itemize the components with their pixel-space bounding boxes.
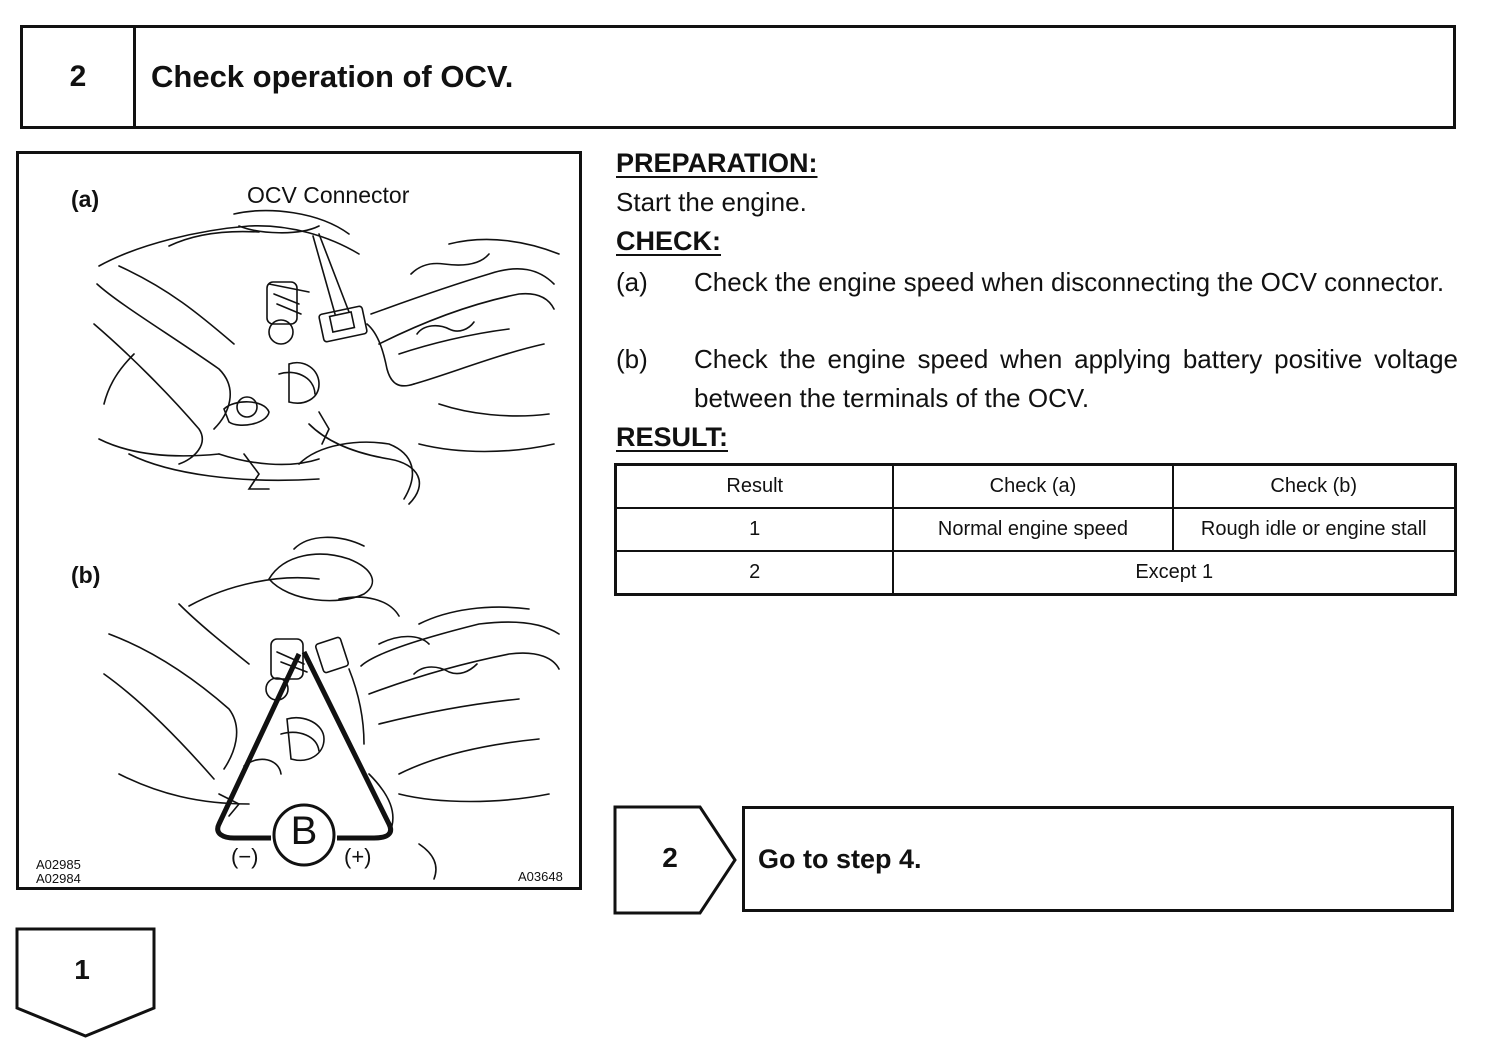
negative-terminal-label: (−) — [231, 844, 259, 869]
table-header-row: Result Check (a) Check (b) — [614, 463, 1457, 509]
column-header: Result — [614, 463, 895, 509]
result-heading: RESULT: — [616, 422, 728, 452]
table-cell: 2 — [614, 550, 895, 596]
next-step-box: Go to step 4. — [742, 806, 1454, 912]
preparation-heading: PREPARATION: — [616, 148, 818, 178]
step-number: 2 — [23, 28, 136, 126]
check-item-a: (a) Check the engine speed when disconne… — [616, 263, 1458, 302]
column-header: Check (b) — [1171, 463, 1457, 509]
table-cell: Normal engine speed — [892, 507, 1174, 552]
preparation-text: Start the engine. — [616, 187, 807, 217]
table-row: 2 Except 1 — [614, 550, 1457, 596]
panel-a-label: (a) — [71, 186, 100, 212]
result-2-number: 2 — [662, 842, 678, 873]
result-2-arrow-shape — [613, 805, 737, 915]
panel-b-label: (b) — [71, 562, 101, 588]
table-cell: 1 — [614, 507, 895, 552]
figure-code-2: A02984 — [36, 871, 81, 886]
check-item-key: (a) — [616, 267, 648, 297]
table-cell: Except 1 — [892, 550, 1457, 596]
step-header: 2 Check operation of OCV. — [20, 25, 1456, 129]
figure-code-3: A03648 — [518, 869, 563, 884]
check-item-b: (b) Check the engine speed when applying… — [616, 340, 1458, 418]
figure-code-1: A02985 — [36, 857, 81, 872]
table-cell: Rough idle or engine stall — [1171, 507, 1457, 552]
battery-b-label: B — [290, 809, 318, 853]
check-item-text: Check the engine speed when applying bat… — [694, 344, 1458, 413]
positive-terminal-label: (+) — [344, 844, 372, 869]
check-item-key: (b) — [616, 344, 648, 374]
column-header: Check (a) — [892, 463, 1174, 509]
result-table: Result Check (a) Check (b) 1 Normal engi… — [614, 463, 1457, 596]
table-row: 1 Normal engine speed Rough idle or engi… — [614, 507, 1457, 552]
engine-illustration: (a) OCV Connector (b) B (−) (+) A02985 A… — [16, 151, 582, 890]
result-1-arrow-shape — [15, 927, 156, 1038]
result-1-number: 1 — [74, 954, 90, 985]
check-item-text: Check the engine speed when disconnectin… — [694, 267, 1445, 297]
ocv-connector-callout: OCV Connector — [247, 182, 410, 208]
engine-drawing — [93, 209, 560, 880]
check-heading: CHECK: — [616, 226, 721, 256]
step-title: Check operation of OCV. — [151, 59, 514, 94]
next-step-action: Go to step 4. — [758, 843, 922, 874]
